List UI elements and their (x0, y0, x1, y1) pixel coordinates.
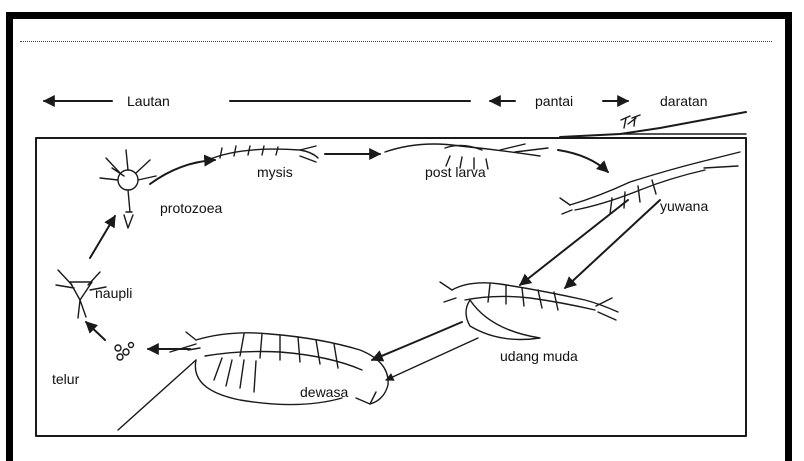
zone-label-daratan: daratan (660, 93, 707, 109)
arrow-telur-to-naupli (86, 322, 105, 340)
habitat-box (36, 138, 746, 436)
zone-label-lautan: Lautan (127, 93, 170, 109)
mangrove-icon (621, 115, 640, 128)
zone-label-pantai: pantai (535, 93, 573, 109)
arrow-udang-muda-to-dewasa (372, 322, 462, 360)
stage-label-mysis: mysis (257, 164, 293, 180)
stage-label-udang-muda: udang muda (500, 348, 578, 364)
shoreline (560, 112, 746, 137)
stage-label-telur: telur (52, 371, 80, 387)
stage-label-yuwana: yuwana (660, 198, 708, 214)
stage-label-post-larva: post larva (425, 164, 486, 180)
mysis-larva-icon (208, 146, 318, 162)
telur-eggs-icon (115, 343, 134, 361)
protozoea-larva-icon (100, 150, 156, 228)
stage-label-naupli: naupli (95, 285, 132, 301)
stage-label-dewasa: dewasa (300, 384, 348, 400)
udang-muda-young-shrimp-icon (440, 282, 618, 340)
dewasa-adult-shrimp-icon (118, 332, 388, 430)
arrow-postlarva-to-yuwana (558, 150, 608, 172)
arrow-udang-muda-to-dewasa-2 (386, 338, 478, 380)
arrow-protozoea-to-mysis (150, 160, 215, 184)
yuwana-juvenile-shrimp-icon (560, 152, 740, 214)
stage-label-protozoea: protozoea (160, 200, 222, 216)
arrow-naupli-to-protozoea (90, 216, 115, 258)
arrow-yuwana-to-udang-muda-1 (520, 200, 628, 285)
